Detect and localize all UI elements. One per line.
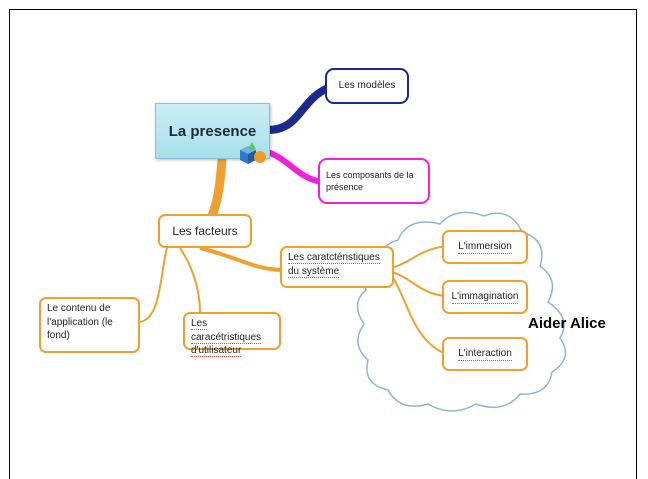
link-user xyxy=(179,247,201,313)
interaction-label: L'interaction xyxy=(458,347,512,362)
imagination-label: L'immagination xyxy=(451,290,519,305)
models-node[interactable]: Les modèles xyxy=(325,68,409,104)
branch-models xyxy=(264,84,332,134)
system-node[interactable]: Les caratctéristiques du système xyxy=(280,246,394,288)
link-system xyxy=(199,246,281,272)
canvas-frame xyxy=(9,9,637,479)
system-label: Les caratctéristiques du système xyxy=(288,252,380,278)
content-node[interactable]: Le contenu de l'application (le fond) xyxy=(39,297,140,353)
link-imagination xyxy=(391,271,447,297)
root-title: La presence xyxy=(168,122,257,140)
link-content xyxy=(139,243,169,323)
interaction-node[interactable]: L'interaction xyxy=(442,337,528,371)
cloud-label: Aider Alice xyxy=(528,315,606,332)
immersion-node[interactable]: L'immersion xyxy=(442,230,528,264)
user-label: Les caracétristiques d'utilisateur xyxy=(191,318,262,357)
content-label: Le contenu de l'application (le fond) xyxy=(47,303,113,341)
factors-node[interactable]: Les facteurs xyxy=(158,214,252,248)
immersion-label: L'immersion xyxy=(458,240,512,255)
cubes-icon xyxy=(240,142,266,164)
models-label: Les modèles xyxy=(338,80,396,92)
link-immersion xyxy=(391,245,447,269)
imagination-node[interactable]: L'immagination xyxy=(442,280,528,314)
branch-components xyxy=(259,147,325,185)
user-node[interactable]: Les caracétristiques d'utilisateur xyxy=(183,312,281,357)
components-node[interactable]: Les composants de la présence xyxy=(318,158,430,204)
link-interaction xyxy=(391,275,447,355)
components-label: Les composants de la présence xyxy=(326,169,414,192)
factors-label: Les facteurs xyxy=(172,223,238,238)
branch-factors xyxy=(207,155,227,221)
